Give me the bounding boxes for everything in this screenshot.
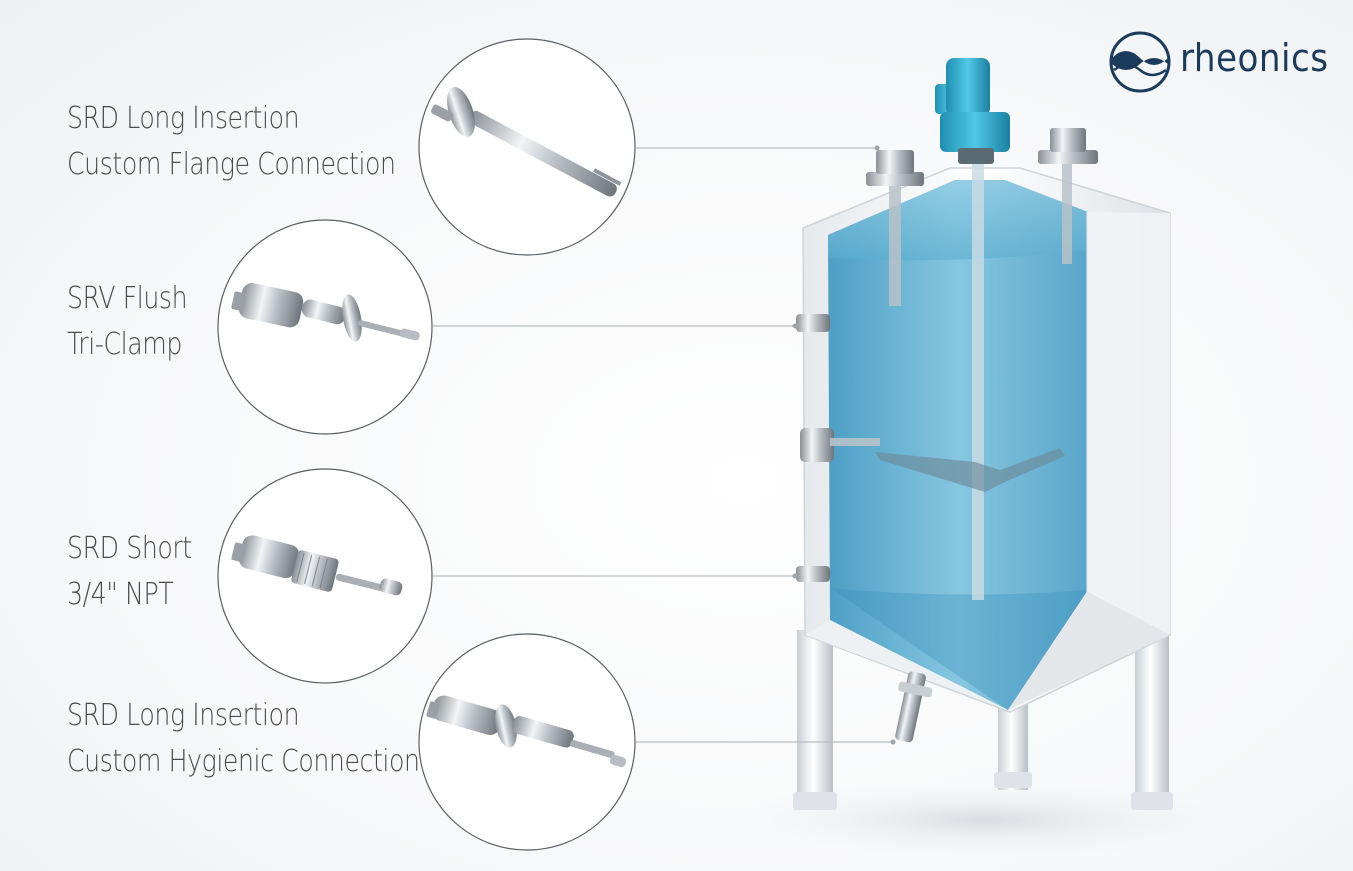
label-line: Tri-Clamp [67,327,182,362]
label-line: Custom Flange Connection [67,147,396,182]
label-line: Custom Hygienic Connection [67,744,420,779]
label-srv-flush: SRV Flush Tri-Clamp [67,276,188,368]
floor-shadow [725,780,1245,860]
label-line: SRV Flush [67,281,188,316]
brand-name: rheonics [1180,36,1329,80]
motor-icon [935,58,1010,164]
flange-sensor-icon [430,86,622,197]
label-line: 3/4" NPT [67,577,174,612]
brand-logo: rheonics [1108,30,1340,94]
rheonics-logo-icon [1109,31,1171,93]
label-line: SRD Long Insertion [67,698,300,733]
label-line: SRD Long Insertion [67,101,300,136]
tank-legs [793,630,1173,810]
npt-sensor-icon [231,535,403,596]
label-srd-long-flange: SRD Long Insertion Custom Flange Connect… [67,96,396,188]
detail-circle-4 [418,633,636,851]
detail-circle-2 [217,219,433,435]
hygienic-sensor-icon [426,695,627,768]
tank-icon [796,128,1171,743]
label-srd-short: SRD Short 3/4" NPT [67,526,192,618]
connector-lines [433,147,893,743]
label-srd-long-hygienic: SRD Long Insertion Custom Hygienic Conne… [67,693,420,785]
triclamp-sensor-icon [231,283,420,342]
label-line: SRD Short [67,531,192,566]
